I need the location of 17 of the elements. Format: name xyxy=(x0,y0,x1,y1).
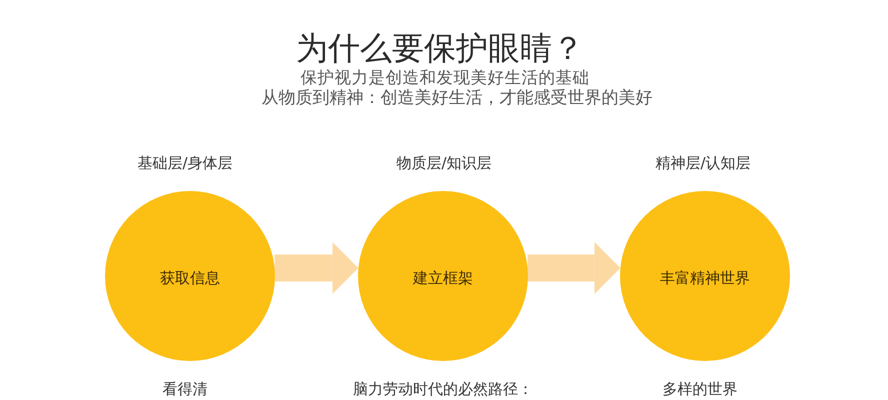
stage-circle xyxy=(620,191,790,361)
title: 为什么要保护眼睛？ xyxy=(296,30,584,66)
stage-circle xyxy=(105,191,275,361)
subtitle: 保护视力是创造和发现美好生活的基础 xyxy=(300,68,590,88)
stage-caption: 看得清 xyxy=(162,380,208,398)
circle-label: 建立框架 xyxy=(413,270,473,287)
layer-label: 物质层/知识层 xyxy=(396,154,492,172)
stage-caption: 多样的世界 xyxy=(662,380,738,398)
stage-caption: 脑力劳动时代的必然路径： xyxy=(353,380,533,398)
circle-label: 丰富精神世界 xyxy=(660,270,750,287)
stage-circle xyxy=(358,191,528,361)
block-arrow xyxy=(274,242,358,294)
circle-label: 获取信息 xyxy=(160,270,220,287)
layer-label: 基础层/身体层 xyxy=(138,154,233,172)
layer-label: 精神层/认知层 xyxy=(656,154,751,172)
block-arrow xyxy=(528,242,620,294)
subtitle: 从物质到精神：创造美好生活，才能感受世界的美好 xyxy=(262,89,652,109)
